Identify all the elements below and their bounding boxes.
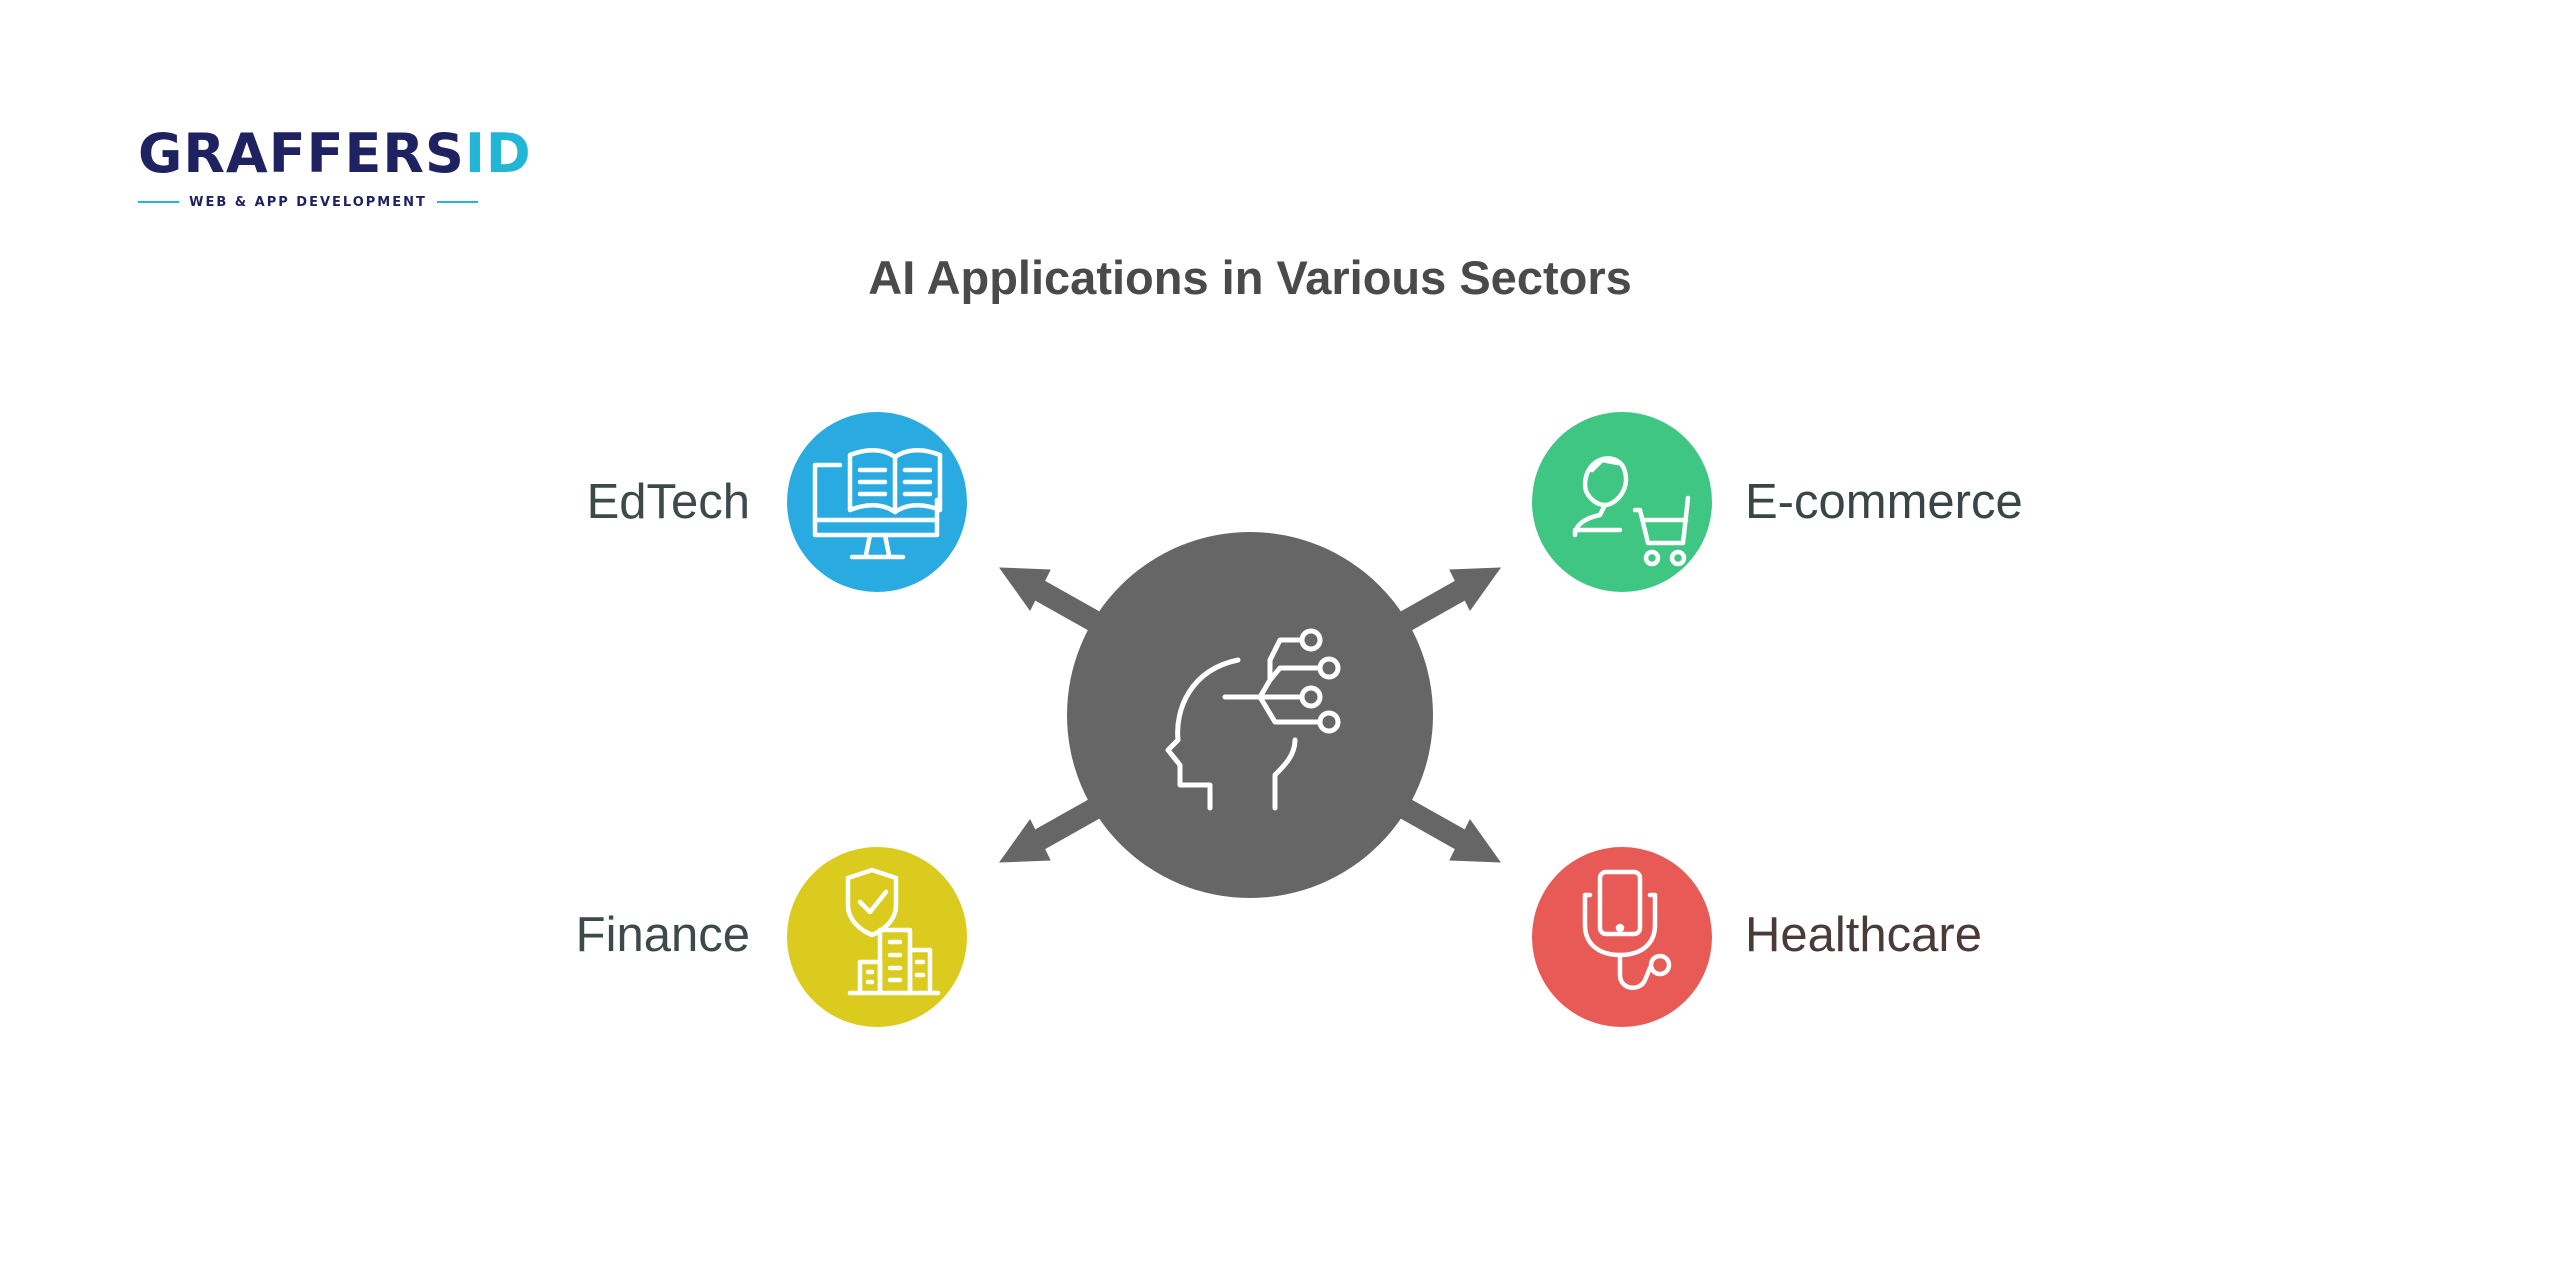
label-edtech: EdTech	[586, 475, 750, 529]
label-ecommerce: E-commerce	[1745, 475, 2023, 529]
edtech-circle	[787, 412, 967, 592]
ecommerce-circle	[1532, 412, 1712, 592]
center-circle	[1067, 532, 1433, 898]
shopper-cart-icon	[1572, 456, 1691, 567]
ai-head-circuit-icon	[1165, 628, 1341, 811]
computer-book-icon	[812, 448, 943, 560]
logo: GRAFFERSID WEB & APP DEVELOPMENT	[138, 122, 531, 212]
label-healthcare: Healthcare	[1745, 908, 1982, 962]
page-title: AI Applications in Various Sectors	[868, 251, 1632, 304]
logo-tagline-row: WEB & APP DEVELOPMENT	[138, 192, 478, 212]
phone-stethoscope-icon	[1582, 869, 1672, 990]
label-finance: Finance	[575, 908, 750, 962]
logo-divider-left	[138, 201, 180, 203]
logo-divider-right	[436, 201, 478, 203]
logo-wordmark: GRAFFERSID	[138, 122, 532, 185]
healthcare-circle	[1532, 847, 1712, 1027]
finance-circle	[787, 847, 967, 1027]
shield-buildings-icon	[845, 867, 941, 996]
logo-tagline: WEB & APP DEVELOPMENT	[189, 194, 427, 210]
